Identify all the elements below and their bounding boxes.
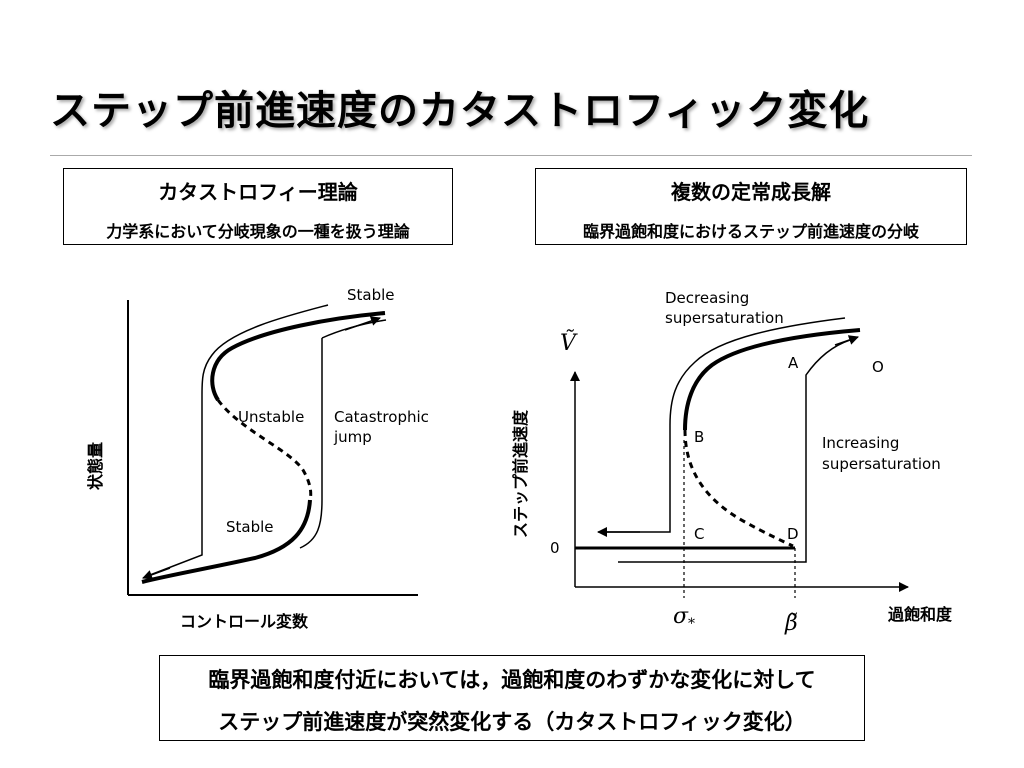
steady-state-heading: 複数の定常成長解 xyxy=(671,180,831,204)
beta-symbol: β̃ xyxy=(784,611,798,636)
sigma-symbol-subscript: * xyxy=(688,616,695,632)
left-xlabel: コントロール変数 xyxy=(180,612,309,631)
backward-path-line xyxy=(149,304,329,576)
decreasing-label-2: supersaturation xyxy=(665,309,784,327)
increasing-label-2: supersaturation xyxy=(822,455,941,473)
point-o-label: O xyxy=(872,358,884,376)
step-velocity-diagram: A B C D O 0 Decreasing supersaturation I… xyxy=(511,289,953,636)
increasing-path-line xyxy=(618,339,851,563)
point-d-label: D xyxy=(787,525,799,543)
stable-top-label: Stable xyxy=(347,286,395,304)
conclusion-line-1: 臨界過飽和度付近においては，過飽和度のわずかな変化に対して xyxy=(208,668,816,692)
catastrophe-theory-heading: カタストロフィー理論 xyxy=(158,180,358,204)
forward-arrow xyxy=(344,316,381,331)
unstable-branch-right xyxy=(683,429,794,548)
point-c-label: C xyxy=(694,525,704,543)
jump-label: jump xyxy=(333,428,372,446)
stable-bottom-label: Stable xyxy=(226,518,274,536)
stable-lower-branch xyxy=(141,499,312,584)
forward-path-line-upper xyxy=(299,338,323,549)
page-title: ステップ前進速度のカタストロフィック変化 xyxy=(50,88,870,134)
point-b-label: B xyxy=(694,428,704,446)
right-xlabel: 過飽和度 xyxy=(887,605,953,624)
catastrophe-diagram: Stable Unstable Stable Catastrophic jump… xyxy=(86,286,429,631)
catastrophic-label: Catastrophic xyxy=(334,408,429,426)
stable-upper-branch xyxy=(210,311,386,402)
conclusion-box: 臨界過飽和度付近においては，過飽和度のわずかな変化に対して ステップ前進速度が突… xyxy=(159,655,865,741)
unstable-branch xyxy=(216,399,313,501)
decreasing-label-1: Decreasing xyxy=(665,289,749,307)
catastrophe-theory-box: カタストロフィー理論 力学系において分岐現象の一種を扱う理論 xyxy=(63,168,453,245)
catastrophe-theory-subtext: 力学系において分岐現象の一種を扱う理論 xyxy=(106,222,410,241)
steady-state-subtext: 臨界過飽和度におけるステップ前進速度の分岐 xyxy=(582,222,919,241)
right-ylabel: ステップ前進速度 xyxy=(511,409,530,538)
conclusion-line-2: ステップ前進速度が突然変化する（カタストロフィック変化） xyxy=(218,710,806,734)
velocity-symbol: Ṽ xyxy=(560,328,578,356)
forward-path-line xyxy=(321,319,387,339)
sigma-symbol-main: σ xyxy=(673,604,689,629)
left-ylabel: 状態量 xyxy=(86,442,105,490)
increasing-label-1: Increasing xyxy=(822,434,899,452)
unstable-label: Unstable xyxy=(238,408,304,426)
increasing-arrow xyxy=(834,335,859,346)
upper-stable-branch xyxy=(683,328,861,431)
zero-label: 0 xyxy=(550,539,560,557)
decreasing-path-line xyxy=(600,317,846,533)
title-divider xyxy=(50,155,972,156)
sigma-symbol: σ* xyxy=(673,604,695,632)
point-a-label: A xyxy=(788,354,799,372)
steady-state-box: 複数の定常成長解 臨界過飽和度におけるステップ前進速度の分岐 xyxy=(535,168,967,245)
backward-arrow xyxy=(142,567,171,580)
